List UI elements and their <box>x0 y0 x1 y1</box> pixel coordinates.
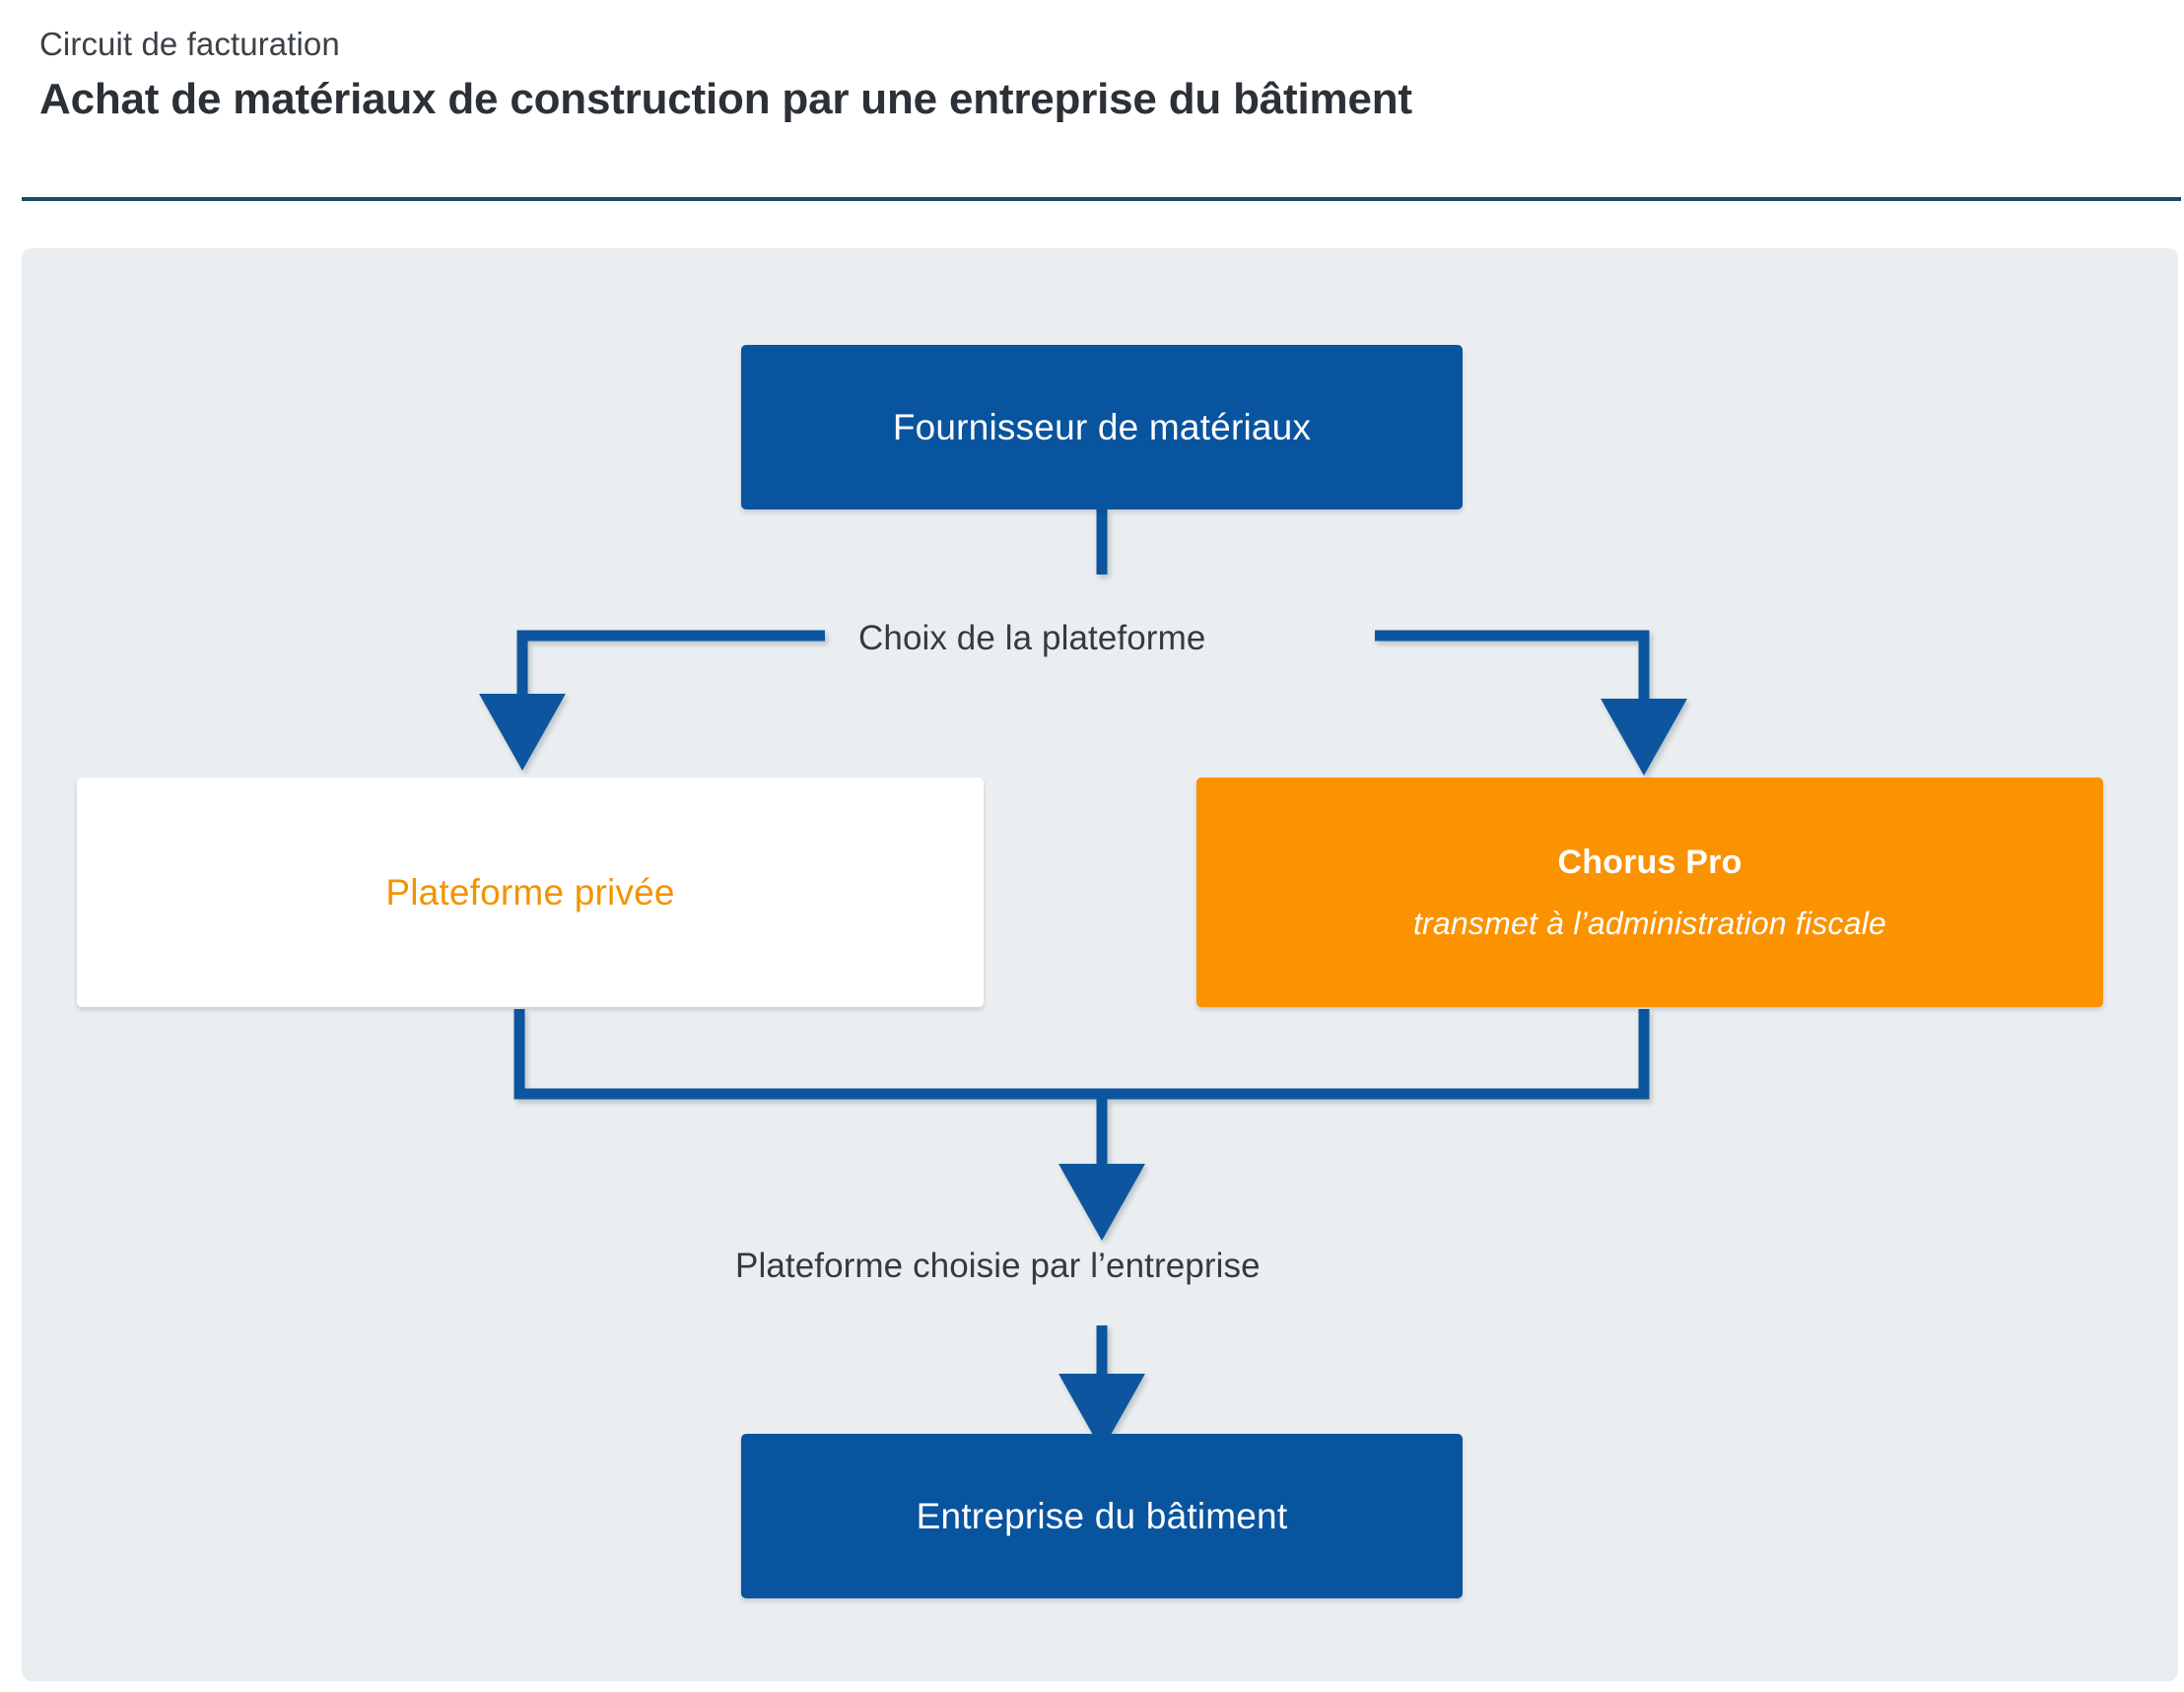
edge-label-plateforme-choisie: Plateforme choisie par l’entreprise <box>735 1247 1261 1285</box>
node-title: Entreprise du bâtiment <box>916 1495 1288 1536</box>
page-title: Achat de matériaux de construction par u… <box>39 75 1412 124</box>
node-plateforme-privee[interactable]: Plateforme privée <box>77 778 984 1007</box>
node-title: Chorus Pro <box>1557 843 1742 881</box>
node-chorus-pro[interactable]: Chorus Pro transmet à l’administration f… <box>1196 778 2103 1007</box>
node-fournisseur-de-materiaux[interactable]: Fournisseur de matériaux <box>741 345 1463 509</box>
node-title: Plateforme privée <box>385 871 675 913</box>
node-entreprise-du-batiment[interactable]: Entreprise du bâtiment <box>741 1434 1463 1598</box>
header-divider <box>22 197 2181 201</box>
node-subtitle: transmet à l’administration fiscale <box>1412 905 1887 941</box>
header-eyebrow: Circuit de facturation <box>39 26 340 62</box>
node-title: Fournisseur de matériaux <box>892 406 1312 447</box>
edge-label-choix-de-la-plateforme: Choix de la plateforme <box>858 619 1206 657</box>
page-header: Circuit de facturation Achat de matériau… <box>39 24 2158 126</box>
